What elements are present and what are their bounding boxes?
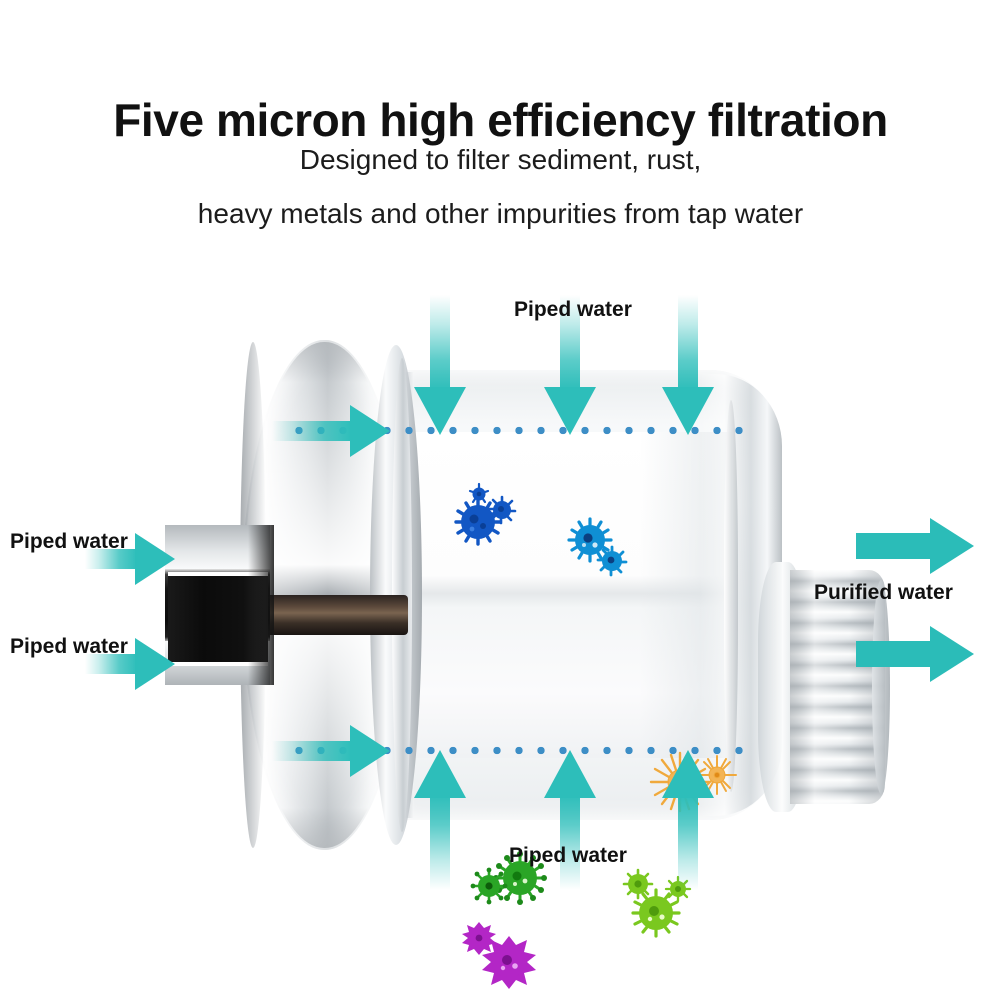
cap-center-spindle	[258, 595, 408, 635]
inlet-arrow-left-upper	[85, 533, 175, 585]
inlet-arrow-top-2	[544, 295, 596, 435]
arrow-shaft	[430, 295, 450, 391]
arrow-shaft	[272, 741, 352, 761]
arrow-shaft	[85, 654, 137, 674]
arrow-shaft	[272, 421, 352, 441]
label-piped-water-top: Piped water	[514, 298, 632, 321]
arrow-head	[930, 518, 974, 574]
inlet-arrow-bottom-3	[662, 750, 714, 890]
arrow-shaft	[856, 533, 932, 559]
subtitle-line-2: heavy metals and other impurities from t…	[197, 198, 804, 229]
inlet-arrow-bottom-2	[544, 750, 596, 890]
label-purified-water-right: Purified water	[814, 581, 953, 604]
outlet-arrow-lower	[856, 626, 974, 682]
cap-flow-arrow-upper	[272, 405, 390, 457]
arrow-head	[414, 750, 466, 798]
membrane-dotted-line-bottom	[288, 746, 750, 755]
arrow-shaft	[430, 794, 450, 890]
inlet-arrow-bottom-1	[414, 750, 466, 890]
membrane-dotted-line-top	[288, 426, 750, 435]
cap-flow-arrow-lower	[272, 725, 390, 777]
inlet-arrow-top-1	[414, 295, 466, 435]
outlet-arrow-upper	[856, 518, 974, 574]
hex-nut-shadow	[248, 525, 274, 685]
label-piped-water-bottom: Piped water	[509, 844, 627, 867]
outlet-threads	[790, 570, 885, 804]
arrow-head	[544, 387, 596, 435]
label-piped-water-left-upper: Piped water	[10, 530, 128, 553]
arrow-head	[350, 405, 390, 457]
arrow-shaft	[678, 295, 698, 391]
green-germ-cluster-icon	[470, 846, 552, 914]
inlet-arrow-top-3	[662, 295, 714, 435]
purple-spiky-germ-icon	[462, 916, 544, 992]
page-title: Five micron high efficiency filtration	[113, 93, 888, 146]
arrow-shaft	[560, 295, 580, 391]
subtitle-line-1: Designed to filter sediment, rust,	[299, 144, 702, 175]
arrow-shaft	[85, 549, 137, 569]
teal-blue-germ-cluster-icon	[566, 517, 630, 578]
housing-inner-ring	[724, 400, 738, 792]
arrow-head	[350, 725, 390, 777]
arrow-head	[544, 750, 596, 798]
arrow-head	[930, 626, 974, 682]
arrow-head	[414, 387, 466, 435]
arrow-shaft	[856, 641, 932, 667]
arrow-shaft	[678, 794, 698, 890]
arrow-shaft	[560, 794, 580, 890]
arrow-head	[135, 638, 175, 690]
blue-germ-cluster-icon	[450, 482, 520, 552]
label-piped-water-left-lower: Piped water	[10, 635, 128, 658]
inlet-arrow-left-lower	[85, 638, 175, 690]
outlet-tip	[872, 580, 890, 794]
arrow-head	[662, 750, 714, 798]
filter-diagram: Piped water Piped water Piped water Pipe…	[0, 250, 1001, 989]
arrow-head	[662, 387, 714, 435]
arrow-head	[135, 533, 175, 585]
